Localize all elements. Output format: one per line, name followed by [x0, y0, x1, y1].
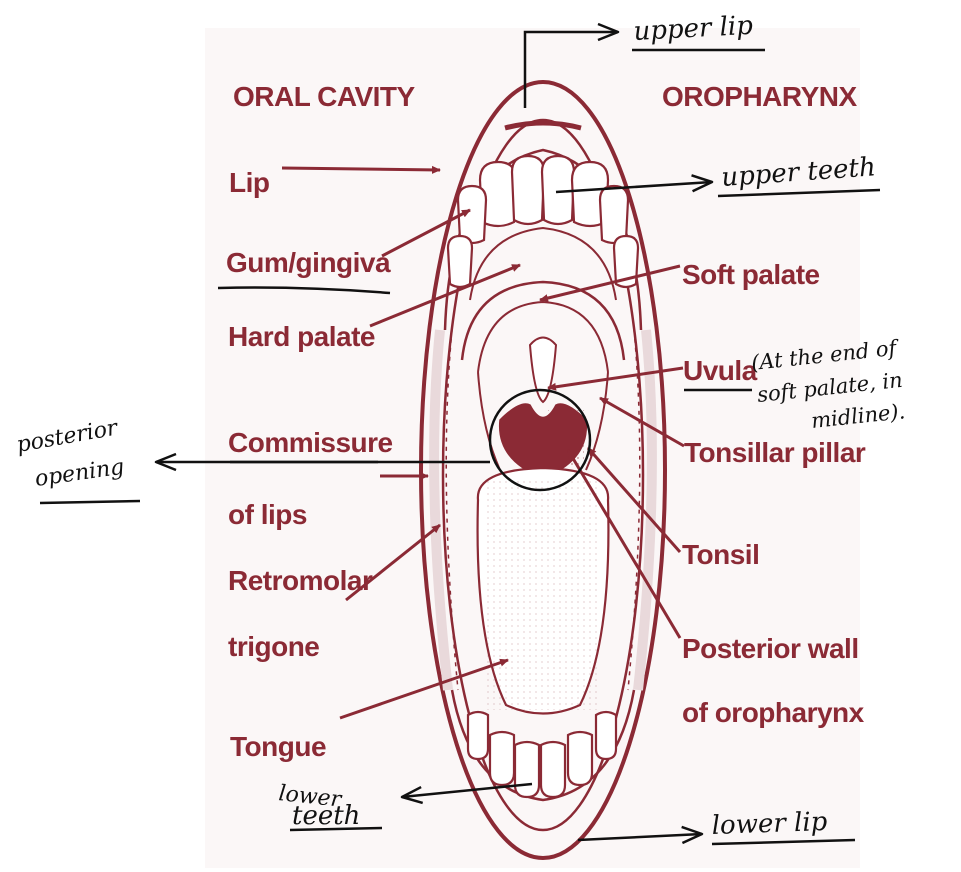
commissure-label-line2: of lips: [228, 499, 307, 530]
throat-stipple: [548, 410, 584, 465]
lower-tooth: [468, 712, 488, 759]
upper-tooth: [512, 156, 544, 224]
lower-lip-note: lower lip: [711, 807, 828, 841]
lower-tooth: [596, 712, 616, 759]
lower-tooth: [490, 732, 514, 785]
retromolar-label-line1: Retromolar: [228, 565, 373, 596]
lower-teeth-note-line2: teeth: [292, 801, 360, 831]
posterior-wall-label-line2: of oropharynx: [682, 697, 865, 728]
lip-label: Lip: [229, 167, 270, 198]
soft-palate-label: Soft palate: [682, 259, 820, 290]
posterior-opening-note-line2: opening: [33, 455, 125, 492]
uvula-label: Uvula: [683, 355, 758, 386]
upper-tooth: [600, 186, 628, 243]
tongue-label: Tongue: [230, 731, 326, 762]
commissure-label-line1: Commissure: [228, 427, 393, 458]
lower-tooth: [515, 742, 539, 797]
lower-tooth: [568, 732, 592, 785]
oral-cavity-heading: ORAL CAVITY: [233, 81, 416, 112]
tonsil-label: Tonsil: [682, 539, 759, 570]
upper-tooth: [448, 236, 472, 287]
tongue-stipple: [486, 480, 600, 710]
lip-leader: [282, 168, 440, 170]
posterior-opening-underline: [40, 501, 140, 503]
retromolar-label-line2: trigone: [228, 631, 319, 662]
lower-tooth: [541, 742, 565, 797]
hard-palate-label: Hard palate: [228, 321, 375, 352]
oropharynx-heading: OROPHARYNX: [662, 81, 857, 112]
tonsillar-pillar-label: Tonsillar pillar: [684, 437, 866, 468]
upper-lip-note: upper lip: [633, 11, 754, 47]
posterior-opening-note-line1: posterior: [15, 415, 121, 458]
posterior-wall-label-line1: Posterior wall: [682, 633, 859, 664]
gum-gingiva-label: Gum/gingiva: [226, 247, 391, 278]
